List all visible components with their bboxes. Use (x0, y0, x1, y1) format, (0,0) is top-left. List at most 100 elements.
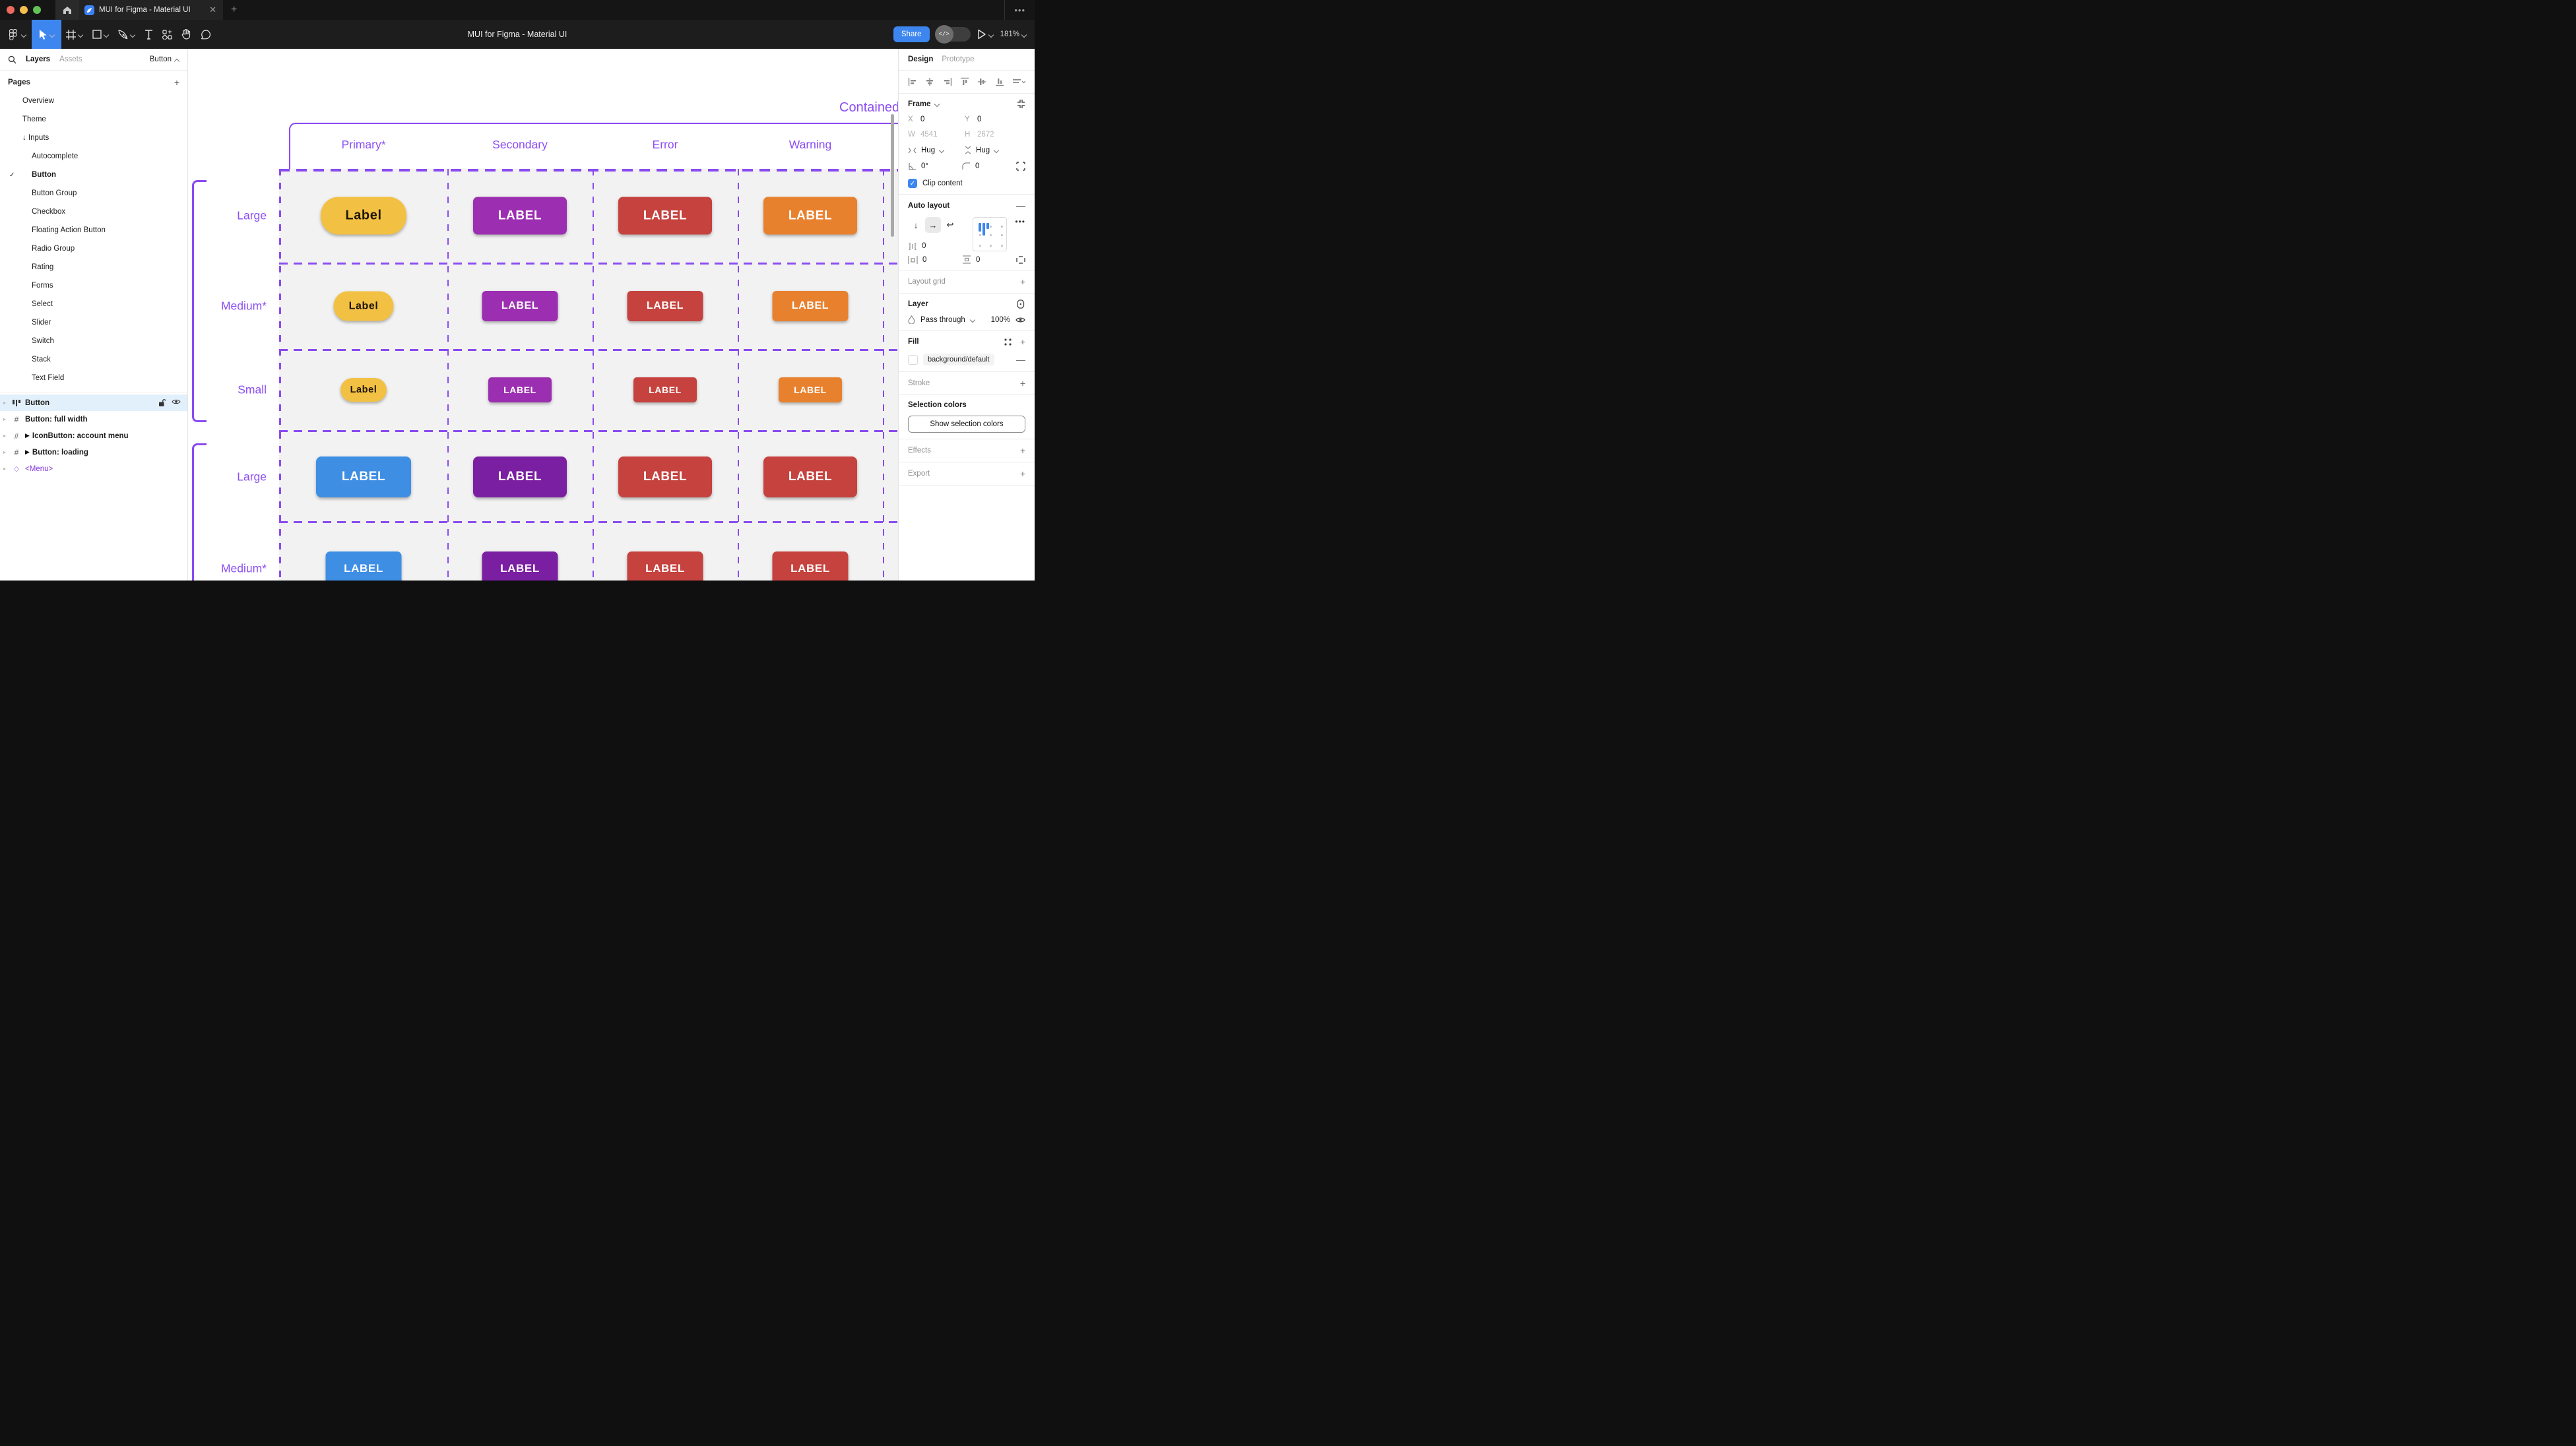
canvas-button-large-1[interactable]: Label (321, 197, 406, 235)
disclosure-triangle-icon[interactable]: ▸ (3, 466, 7, 472)
disclosure-triangle-icon[interactable]: ▸ (3, 433, 7, 439)
text-tool[interactable] (140, 20, 158, 49)
page-item-button[interactable]: ✓Button (9, 171, 57, 179)
tab-layers[interactable]: Layers (26, 55, 51, 63)
canvas-button-large-1[interactable]: LABEL (316, 456, 411, 497)
page-item-inputs[interactable]: ↓ Inputs (22, 134, 49, 142)
tab-close-icon[interactable]: ✕ (209, 5, 216, 15)
clip-content-row[interactable]: ✓ Clip content (908, 179, 1025, 188)
canvas-button-medium-2[interactable]: LABEL (482, 551, 558, 581)
canvas-button-large-4[interactable]: LABEL (763, 456, 857, 497)
clip-content-checkbox[interactable]: ✓ (908, 179, 917, 188)
canvas-button-medium-4[interactable]: LABEL (772, 551, 849, 581)
tab-assets[interactable]: Assets (59, 55, 82, 63)
canvas-button-small-1[interactable]: Label (340, 378, 387, 402)
canvas-button-large-2[interactable]: LABEL (473, 456, 567, 497)
maximize-window-button[interactable] (33, 6, 41, 14)
distribute-menu-icon[interactable] (1012, 77, 1025, 86)
gap-input[interactable]: 0 (908, 242, 965, 250)
add-export-button[interactable]: + (1019, 468, 1025, 479)
page-item-text-field[interactable]: Text Field (32, 374, 65, 382)
canvas-button-large-4[interactable]: LABEL (763, 197, 857, 235)
auto-layout-vertical-button[interactable]: ↓ (913, 220, 918, 230)
canvas-button-medium-2[interactable]: LABEL (482, 291, 558, 321)
minimize-window-button[interactable] (20, 6, 28, 14)
layer-item-button[interactable]: ▸Button (0, 394, 187, 411)
layer-visibility-eye-icon[interactable] (1015, 317, 1025, 323)
page-item-overview[interactable]: Overview (22, 97, 54, 105)
align-right-icon[interactable] (943, 77, 952, 86)
page-item-select[interactable]: Select (32, 300, 53, 308)
auto-layout-wrap-button[interactable]: ↩ (946, 220, 954, 230)
canvas-button-medium-1[interactable]: Label (333, 291, 394, 321)
canvas-button-large-2[interactable]: LABEL (473, 197, 567, 235)
add-layout-grid-button[interactable]: + (1019, 276, 1025, 287)
comment-tool[interactable] (196, 20, 216, 49)
blend-mode-dropdown[interactable]: Pass through (920, 315, 965, 324)
frame-label[interactable]: Frame (908, 100, 931, 108)
page-item-forms[interactable]: Forms (32, 282, 53, 290)
x-input[interactable]: 0 (920, 115, 925, 123)
remove-auto-layout-button[interactable]: — (1016, 201, 1025, 211)
remove-fill-button[interactable]: — (1016, 354, 1025, 365)
hug-vertical-dropdown[interactable]: Hug (965, 146, 1021, 154)
page-item-autocomplete[interactable]: Autocomplete (32, 152, 79, 160)
disclosure-triangle-icon[interactable]: ▸ (3, 449, 7, 455)
disclosure-triangle-icon[interactable]: ▸ (3, 400, 7, 406)
page-item-stack[interactable]: Stack (32, 356, 51, 363)
shape-tool[interactable] (88, 20, 113, 49)
canvas-button-small-4[interactable]: LABEL (779, 377, 842, 402)
frame-tool[interactable] (61, 20, 88, 49)
align-bottom-icon[interactable] (995, 77, 1004, 86)
page-jump-dropdown[interactable]: Button (150, 55, 179, 63)
canvas-button-small-3[interactable]: LABEL (633, 377, 697, 402)
canvas-button-large-3[interactable]: LABEL (618, 197, 712, 235)
tab-prototype[interactable]: Prototype (942, 55, 975, 63)
padding-horizontal-input[interactable]: 0 (908, 255, 962, 264)
canvas-button-medium-3[interactable]: LABEL (627, 291, 703, 321)
minimize-frame-icon[interactable] (1017, 100, 1025, 108)
present-button[interactable] (977, 29, 994, 40)
canvas-button-large-3[interactable]: LABEL (618, 456, 712, 497)
rotation-input[interactable]: 0° (908, 162, 962, 170)
fill-style-chip[interactable]: background/default (923, 354, 994, 365)
new-tab-button[interactable]: + (231, 4, 238, 15)
hug-horizontal-dropdown[interactable]: Hug (908, 146, 965, 154)
page-item-floating-action-button[interactable]: Floating Action Button (32, 226, 106, 234)
disclosure-triangle-icon[interactable]: ▸ (3, 416, 7, 422)
move-tool[interactable] (32, 20, 61, 49)
canvas-button-medium-4[interactable]: LABEL (772, 291, 849, 321)
tab-design[interactable]: Design (908, 55, 934, 63)
align-left-icon[interactable] (908, 77, 917, 86)
align-top-icon[interactable] (960, 77, 969, 86)
frame-title[interactable]: Contained (839, 100, 898, 115)
actions-tool[interactable] (158, 20, 177, 49)
styles-icon[interactable] (1004, 338, 1012, 346)
layer-item-iconbutton-account-menu[interactable]: ▸#▶IconButton: account menu (3, 431, 129, 441)
add-page-button[interactable]: + (174, 77, 179, 88)
zoom-menu[interactable]: 181% (1000, 30, 1027, 38)
add-effect-button[interactable]: + (1019, 445, 1025, 456)
auto-layout-horizontal-button[interactable]: → (925, 217, 941, 233)
page-item-checkbox[interactable]: Checkbox (32, 208, 66, 216)
layer-item-button-full-width[interactable]: ▸#Button: full width (3, 414, 88, 424)
dev-mode-toggle[interactable]: </> (934, 25, 971, 44)
auto-layout-alignment-grid[interactable] (973, 217, 1007, 251)
canvas-button-medium-1[interactable]: LABEL (325, 551, 402, 581)
w-input[interactable]: 4541 (920, 131, 938, 139)
corner-radius-input[interactable]: 0 (962, 162, 1016, 170)
page-item-rating[interactable]: Rating (32, 263, 54, 271)
titlebar-more-button[interactable]: ••• (1014, 5, 1025, 15)
page-item-radio-group[interactable]: Radio Group (32, 245, 75, 253)
h-input[interactable]: 2672 (977, 131, 994, 139)
canvas-button-small-2[interactable]: LABEL (488, 377, 552, 402)
add-fill-button[interactable]: + (1019, 336, 1025, 347)
add-stroke-button[interactable]: + (1019, 378, 1025, 389)
show-selection-colors-button[interactable]: Show selection colors (908, 416, 1025, 433)
document-tab[interactable]: MUI for Figma - Material UI ✕ (79, 0, 223, 20)
independent-corners-icon[interactable] (1016, 162, 1025, 171)
close-window-button[interactable] (7, 6, 15, 14)
auto-layout-more-button[interactable]: ••• (1015, 217, 1025, 226)
align-v-center-icon[interactable] (977, 77, 986, 86)
